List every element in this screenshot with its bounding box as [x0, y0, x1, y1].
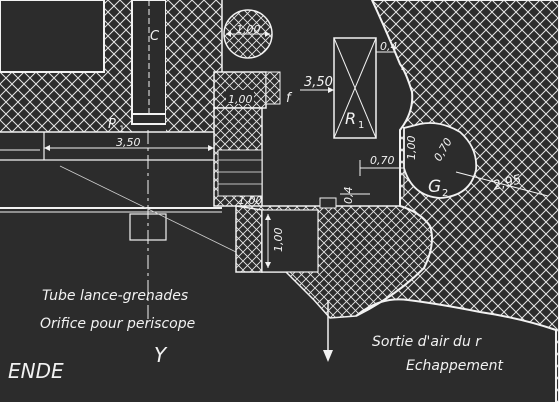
r1-box [300, 37, 403, 139]
center-column [213, 107, 263, 273]
label-c: C [150, 29, 160, 44]
dim-small-100: 1,00 [238, 194, 263, 207]
dim-295: 2,95 [491, 172, 523, 194]
top-circle [223, 9, 273, 59]
small-box [213, 71, 281, 109]
label-y: Y [154, 343, 168, 367]
dim-070a: 0,70 [370, 154, 395, 167]
axis-y [0, 130, 167, 320]
label-r1-sub: 1 [358, 120, 364, 131]
dim-04: 0,4 [380, 40, 398, 53]
dim-100v: 1,00 [405, 136, 418, 161]
label-p1: P [108, 117, 116, 132]
dim-small-gap: 1,00 [228, 93, 253, 106]
label-p1-sub: 1 [119, 125, 125, 135]
label-r1: R [345, 109, 356, 128]
shaft-c [131, 0, 167, 125]
note-sortie: Sortie d'air du r [372, 334, 482, 350]
note-orifice: Orifice pour periscope [40, 316, 195, 332]
label-f: f [286, 91, 293, 106]
dim-left-width: 3,50 [116, 136, 141, 149]
note-tube: Tube lance-grenades [42, 288, 188, 304]
down-arrow [323, 300, 333, 362]
upper-left-wall [0, 0, 132, 132]
dim-left-100: 1,00 [272, 228, 285, 253]
right-mass [355, 0, 559, 402]
dim-top-circle: 1,00 [236, 23, 261, 36]
title-fragment: ENDE [8, 359, 64, 383]
dim-r1-width: 3,50 [304, 75, 333, 90]
label-g2-sub: 2 [442, 188, 448, 199]
horizontal-band [0, 131, 222, 213]
label-g2: G [428, 177, 441, 197]
dimension-lines [265, 160, 404, 268]
upper-center-wall [166, 0, 223, 132]
dim-04v: 0,4 [342, 187, 355, 205]
note-echappement: Echappement [406, 358, 504, 374]
diagonal-line [59, 165, 237, 253]
